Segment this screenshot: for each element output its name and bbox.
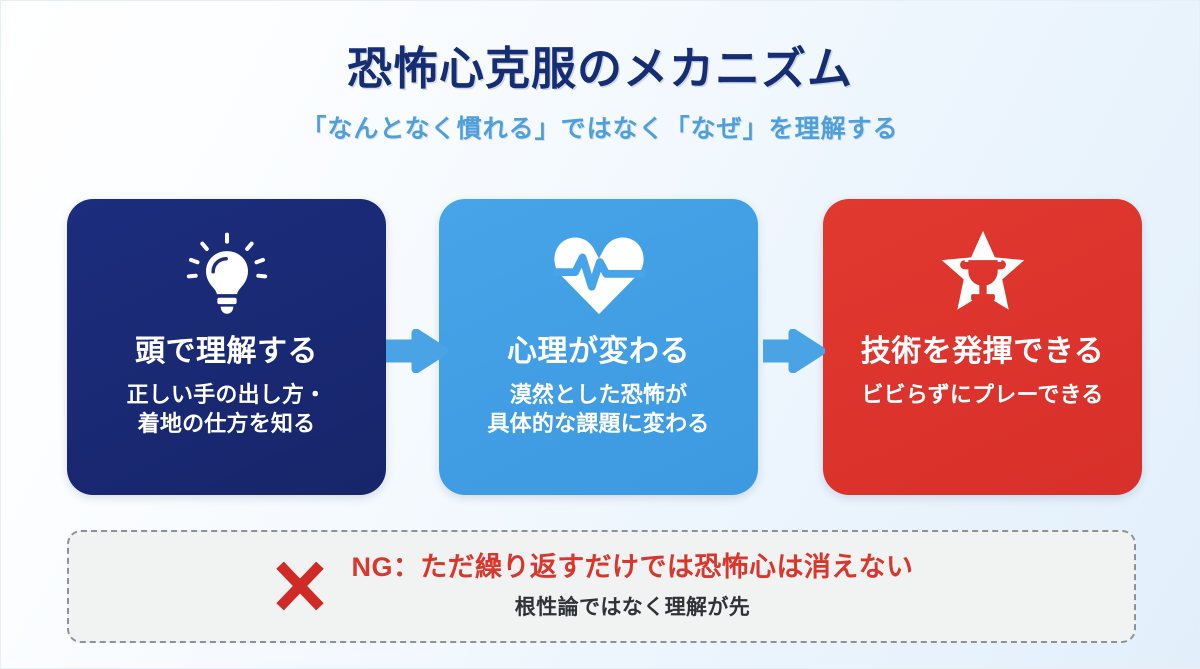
heart-pulse-icon [439,199,758,317]
step-card-description: 漠然とした恐怖が 具体的な課題に変わる [439,380,758,438]
ng-note-content: NG：ただ繰り返すだけでは恐怖心は消えない 根性論ではなく理解が先 [274,552,914,621]
ng-note-box: NG：ただ繰り返すだけでは恐怖心は消えない 根性論ではなく理解が先 [67,530,1136,643]
step-card-description-line1: ビビらずにプレーできる [861,382,1104,407]
step-card-understand[interactable]: 頭で理解する 正しい手の出し方・ 着地の仕方を知る [67,199,386,495]
step-card-description-line2: 着地の仕方を知る [137,411,316,437]
step-card-title: 技術を発揮できる [860,335,1105,368]
ng-note-text: NG：ただ繰り返すだけでは恐怖心は消えない 根性論ではなく理解が先 [352,552,914,621]
page-subtitle: 「なんとなく慣れる」ではなく「なぜ」を理解する [301,114,899,143]
step-card-title: 頭で理解する [135,335,318,368]
step-card-description-line1: 正しい手の出し方・ [126,382,327,407]
step-card-psychology[interactable]: 心理が変わる 漠然とした恐怖が 具体的な課題に変わる [439,199,758,495]
step-card-description-line2: 具体的な課題に変わる [487,411,710,437]
lightbulb-icon [67,199,386,317]
step-card-description: ビビらずにプレーできる [823,380,1142,409]
page-title: 恐怖心克服のメカニズム [346,43,853,94]
step-card-performance[interactable]: 技術を発揮できる ビビらずにプレーできる [823,199,1142,495]
arrow-right-icon [381,328,449,374]
ng-note-subline: 根性論ではなく理解が先 [514,596,751,620]
step-card-description: 正しい手の出し方・ 着地の仕方を知る [67,380,386,438]
step-card-title: 心理が変わる [507,335,690,368]
star-trophy-icon [823,199,1142,317]
red-cross-icon [275,562,324,611]
step-card-row: 頭で理解する 正しい手の出し方・ 着地の仕方を知る 心理が変わる 漠然とした恐怖… [1,199,1199,495]
step-card-description-line1: 漠然とした恐怖が [509,382,688,407]
slide-header: 恐怖心克服のメカニズム 「なんとなく慣れる」ではなく「なぜ」を理解する [1,1,1199,145]
arrow-right-icon [758,328,826,374]
ng-note-headline: NG：ただ繰り返すだけでは恐怖心は消えない [351,551,914,582]
